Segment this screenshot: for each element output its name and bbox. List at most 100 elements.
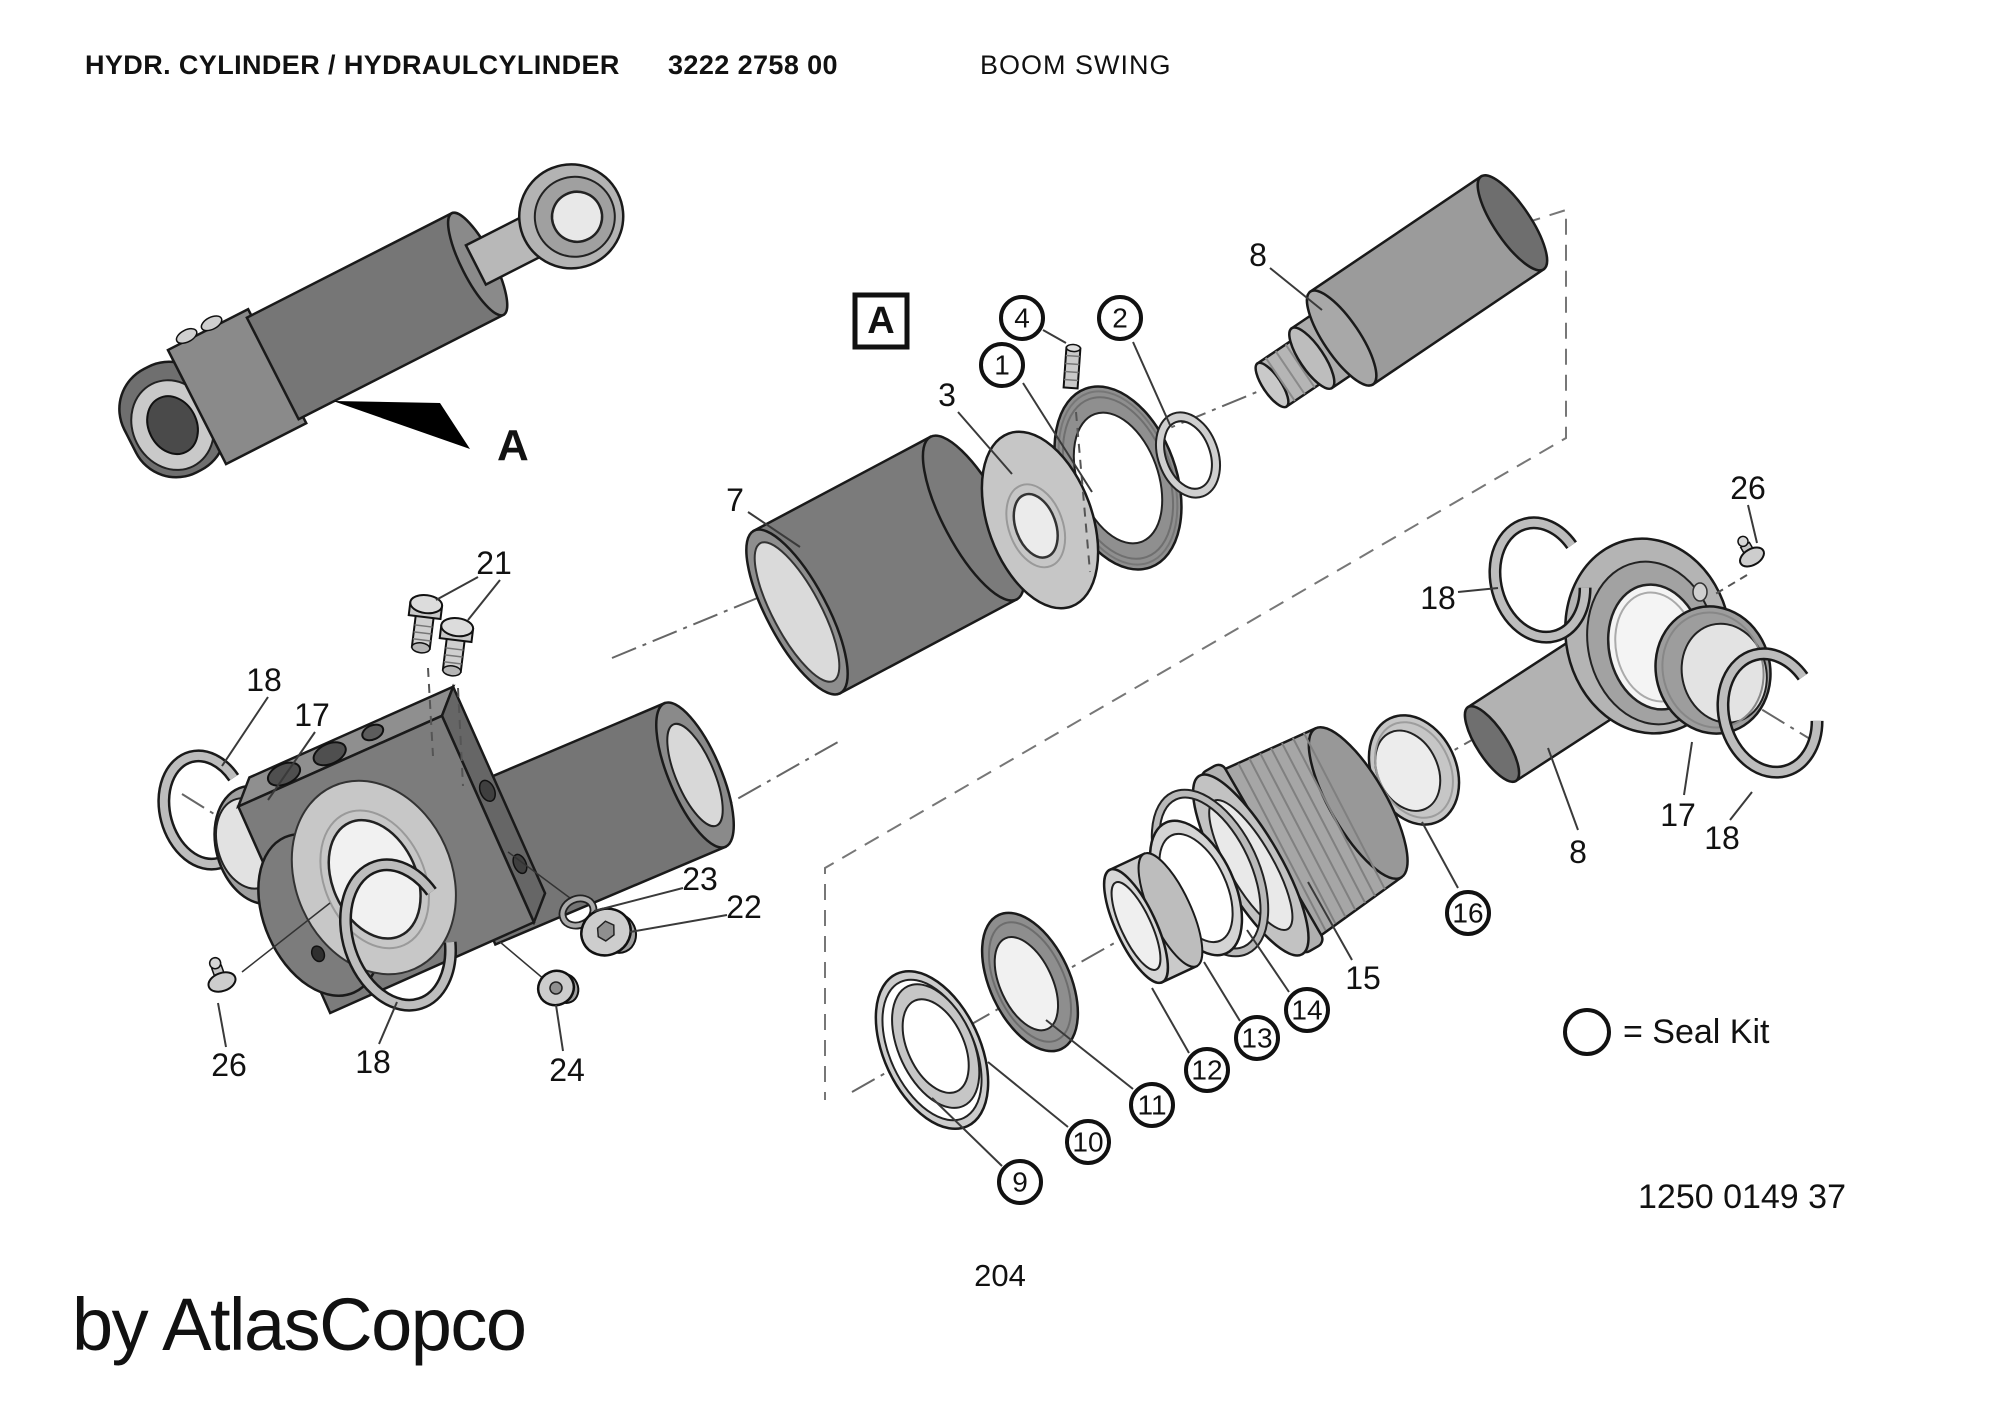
callout-label-7: 7 bbox=[726, 482, 744, 518]
callout-label-12: 12 bbox=[1191, 1055, 1222, 1086]
seal-kit-legend: = Seal Kit bbox=[1563, 1008, 1769, 1056]
callout-leader-3 bbox=[957, 411, 1013, 475]
callout-circle-14 bbox=[1284, 987, 1330, 1033]
callout-circle-9 bbox=[997, 1159, 1043, 1205]
callout-leader-21 bbox=[435, 576, 479, 601]
page-number: 204 bbox=[974, 1258, 1026, 1293]
plug-screw-24 bbox=[536, 969, 580, 1007]
retaining-ring-18-front bbox=[338, 858, 458, 1012]
cylinder-head-assembly bbox=[157, 593, 736, 1015]
section-title: BOOM SWING bbox=[980, 50, 1172, 80]
cylinder-tube-7 bbox=[745, 434, 1026, 696]
plug-screw-21-b bbox=[438, 616, 475, 677]
callout-circle-4 bbox=[999, 295, 1045, 341]
callout-leader-17 bbox=[267, 731, 316, 801]
callout-leader-26 bbox=[217, 1002, 227, 1048]
grease-nipple-26-left bbox=[207, 956, 237, 993]
detail-box bbox=[852, 292, 910, 350]
detail-box-label: A bbox=[867, 300, 894, 342]
seal-kit-label: = Seal Kit bbox=[1623, 1012, 1770, 1051]
callout-leader-8 bbox=[1547, 747, 1579, 831]
callout-label-24: 24 bbox=[549, 1052, 585, 1088]
callout-leader-4 bbox=[1042, 329, 1067, 344]
callout-label-2: 2 bbox=[1112, 303, 1128, 334]
part-number: 3222 2758 00 bbox=[668, 50, 838, 80]
assembled-cylinder bbox=[118, 163, 625, 479]
page-title: HYDR. CYLINDER / HYDRAULCYLINDER bbox=[85, 50, 620, 80]
ring-16 bbox=[1367, 714, 1461, 826]
callout-label-17: 17 bbox=[1660, 797, 1696, 833]
o-ring-2 bbox=[1155, 411, 1221, 499]
callout-leader-16 bbox=[1421, 821, 1459, 889]
callout-leader-18 bbox=[378, 1001, 398, 1045]
callout-label-3: 3 bbox=[938, 377, 956, 413]
callout-label-23: 23 bbox=[682, 861, 718, 897]
callout-label-16: 16 bbox=[1452, 898, 1483, 929]
piston-3 bbox=[980, 430, 1100, 610]
callout-leader-14 bbox=[1246, 929, 1290, 993]
set-screw-4 bbox=[1062, 343, 1082, 390]
callout-leader-2 bbox=[1132, 341, 1171, 426]
callout-label-14: 14 bbox=[1291, 995, 1322, 1026]
callout-leader-15 bbox=[1307, 881, 1353, 961]
callout-label-1: 1 bbox=[994, 350, 1010, 381]
rod-seal-11 bbox=[980, 911, 1080, 1053]
detail-arrow bbox=[333, 401, 470, 449]
piston-group bbox=[980, 343, 1221, 610]
callout-label-8: 8 bbox=[1569, 834, 1587, 870]
callout-leader-7 bbox=[747, 511, 801, 548]
grease-nipple-26-right bbox=[1737, 535, 1765, 568]
detail-arrow-label: A bbox=[497, 421, 529, 470]
seal-kit-circle-icon bbox=[1563, 1008, 1611, 1056]
callout-label-9: 9 bbox=[1012, 1167, 1028, 1198]
callout-label-13: 13 bbox=[1241, 1023, 1272, 1054]
callout-leader-1 bbox=[1022, 382, 1093, 493]
plug-screw-22 bbox=[580, 907, 637, 957]
callout-label-18: 18 bbox=[246, 662, 282, 698]
callout-leader-18 bbox=[1729, 791, 1753, 821]
callout-leader-21 bbox=[467, 579, 501, 621]
retaining-ring-18-eye-left bbox=[1488, 516, 1592, 644]
callout-layer: 1234788910111213141516171718181818212223… bbox=[211, 237, 1766, 1205]
callout-leader-11 bbox=[1045, 1019, 1134, 1090]
callout-label-26: 26 bbox=[1730, 470, 1766, 506]
callout-leader-17 bbox=[1683, 741, 1693, 796]
callout-leader-13 bbox=[1203, 961, 1241, 1022]
sleeve-12 bbox=[1102, 852, 1204, 985]
callout-label-18: 18 bbox=[355, 1044, 391, 1080]
callout-circle-13 bbox=[1234, 1015, 1280, 1061]
callout-label-4: 4 bbox=[1014, 303, 1030, 334]
callout-label-18: 18 bbox=[1420, 580, 1456, 616]
callout-label-21: 21 bbox=[476, 545, 512, 581]
callout-leader-26 bbox=[1747, 504, 1758, 544]
callout-label-15: 15 bbox=[1345, 960, 1381, 996]
callout-circle-1 bbox=[979, 342, 1025, 388]
boundary-lines bbox=[824, 208, 1567, 1100]
callout-label-22: 22 bbox=[726, 889, 762, 925]
callout-leader-18 bbox=[221, 696, 269, 767]
callout-leader-9 bbox=[931, 1097, 1003, 1167]
callout-circle-10 bbox=[1065, 1119, 1111, 1165]
callout-leader-23 bbox=[593, 887, 684, 912]
piston-rod-8 bbox=[1254, 174, 1549, 409]
callout-circle-11 bbox=[1129, 1082, 1175, 1128]
plug-screw-21-a bbox=[407, 593, 444, 654]
callout-leader-24 bbox=[555, 1004, 564, 1052]
rod-eye-assembly bbox=[1463, 516, 1824, 784]
callout-leader-12 bbox=[1151, 987, 1190, 1054]
callout-label-10: 10 bbox=[1072, 1127, 1103, 1158]
callout-label-8: 8 bbox=[1249, 237, 1267, 273]
callout-leader-10 bbox=[987, 1061, 1069, 1128]
callout-leader-18 bbox=[1457, 587, 1499, 593]
byline: by AtlasCopco bbox=[72, 1283, 527, 1366]
callout-label-18: 18 bbox=[1704, 820, 1740, 856]
callout-circle-12 bbox=[1184, 1047, 1230, 1093]
callout-label-11: 11 bbox=[1137, 1090, 1166, 1121]
seal-stack bbox=[874, 714, 1461, 1131]
callout-label-26: 26 bbox=[211, 1047, 247, 1083]
callout-circle-2 bbox=[1097, 295, 1143, 341]
gland-15 bbox=[1191, 725, 1409, 957]
retaining-ring-18-eye-right bbox=[1716, 647, 1824, 779]
